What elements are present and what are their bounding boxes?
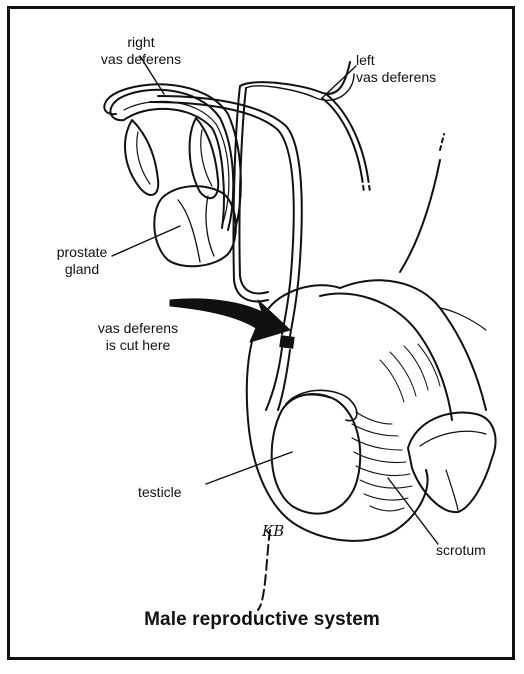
label-left-vas-deferens: left vas deferens <box>356 52 436 86</box>
label-scrotum: scrotum <box>436 542 486 559</box>
artist-signature: KB <box>262 522 284 540</box>
penis <box>320 134 495 512</box>
label-cut-point: vas deferens is cut here <box>84 320 192 354</box>
leader-scrotum <box>388 478 438 544</box>
leader-left-vas-deferens <box>322 66 356 98</box>
figure-caption: Male reproductive system <box>0 609 524 631</box>
label-prostate-gland: prostate gland <box>52 244 112 278</box>
leader-lines <box>112 56 438 544</box>
leader-testicle <box>206 452 292 484</box>
label-testicle: testicle <box>138 484 182 501</box>
leader-prostate-gland <box>112 226 180 256</box>
label-right-vas-deferens: right vas deferens <box>96 34 186 68</box>
testicle <box>272 390 361 513</box>
